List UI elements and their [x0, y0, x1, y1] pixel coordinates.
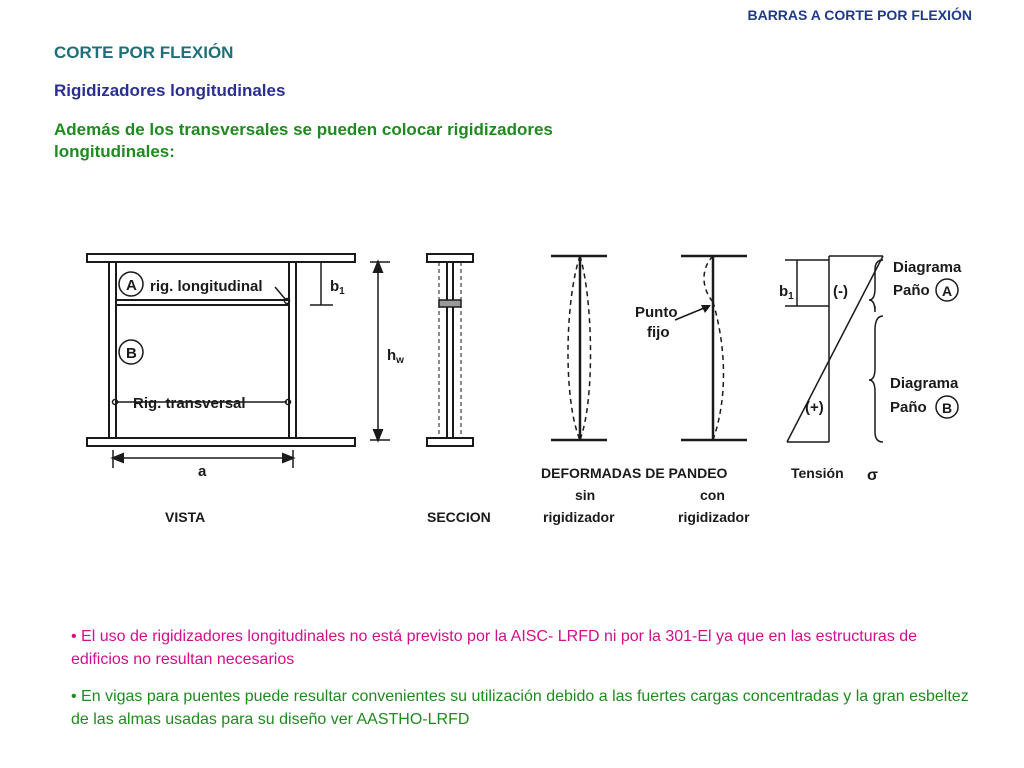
vista-label-b: B: [126, 345, 137, 362]
stiffener-figure-svg: A B rig. longitudinal Rig. transversal b…: [86, 253, 962, 525]
vista-bottom-flange: [86, 437, 356, 447]
tension-sign-neg: (-): [833, 283, 848, 300]
circle-b: [118, 339, 144, 365]
vista-top-flange: [86, 253, 356, 263]
sin-line2: rigidizador: [543, 509, 615, 525]
tension-drawing: [785, 255, 959, 443]
seccion-top-flange: [426, 253, 474, 263]
seccion-drawing: [426, 253, 474, 447]
bullet-item-2: • En vigas para puentes puede resultar c…: [71, 688, 969, 728]
diagrama-b-line2: Paño: [890, 399, 927, 416]
sigma-symbol: σ: [867, 467, 878, 484]
deformadas-caption: DEFORMADAS DE PANDEO: [541, 465, 728, 481]
vista-caption: VISTA: [165, 509, 205, 525]
diagrama-b-line1: Diagrama: [890, 375, 959, 392]
vista-drawing: [86, 253, 390, 468]
vista-label-a: A: [126, 277, 137, 294]
vista-right-stiffener: [288, 261, 297, 439]
vista-b1-label: b1: [330, 278, 345, 297]
circle-a: [118, 271, 144, 297]
tension-b1-label: b1: [779, 283, 794, 302]
intro-text: Además de los transversales se pueden co…: [54, 120, 553, 161]
header-title: BARRAS A CORTE POR FLEXIÓN: [747, 7, 972, 23]
stiffener-figure: A B rig. longitudinal Rig. transversal b…: [75, 240, 995, 540]
seccion-longitudinal-stiffener: [438, 299, 462, 308]
seccion-bottom-flange: [426, 437, 474, 447]
diagrama-a-circle-label: A: [942, 283, 952, 299]
subtitle: Rigidizadores longitudinales: [54, 81, 286, 100]
sin-line1: sin: [575, 487, 595, 503]
punto-fijo-line1: Punto: [635, 304, 678, 321]
bullet-item-1: • El uso de rigidizadores longitudinales…: [71, 628, 918, 668]
vista-hw-label: hw: [387, 347, 404, 366]
vista-left-stiffener: [108, 261, 117, 439]
con-line2: rigidizador: [678, 509, 750, 525]
deformadas-drawing: [551, 254, 747, 442]
tension-sign-pos: (+): [805, 399, 824, 416]
con-line1: con: [700, 487, 725, 503]
punto-fijo-line2: fijo: [647, 324, 670, 341]
seccion-web: [446, 261, 454, 439]
section-title: CORTE POR FLEXIÓN: [54, 43, 234, 62]
diagrama-a-line1: Diagrama: [893, 259, 962, 276]
tension-caption: Tensión: [791, 465, 844, 481]
vista-longitudinal-stiffener: [115, 299, 290, 306]
rig-transversal-label: Rig. transversal: [133, 395, 246, 412]
rig-longitudinal-label: rig. longitudinal: [150, 278, 263, 295]
seccion-caption: SECCION: [427, 509, 491, 525]
diagrama-a-line2: Paño: [893, 282, 930, 299]
diagrama-b-circle-label: B: [942, 400, 952, 416]
vista-a-label: a: [198, 463, 207, 480]
